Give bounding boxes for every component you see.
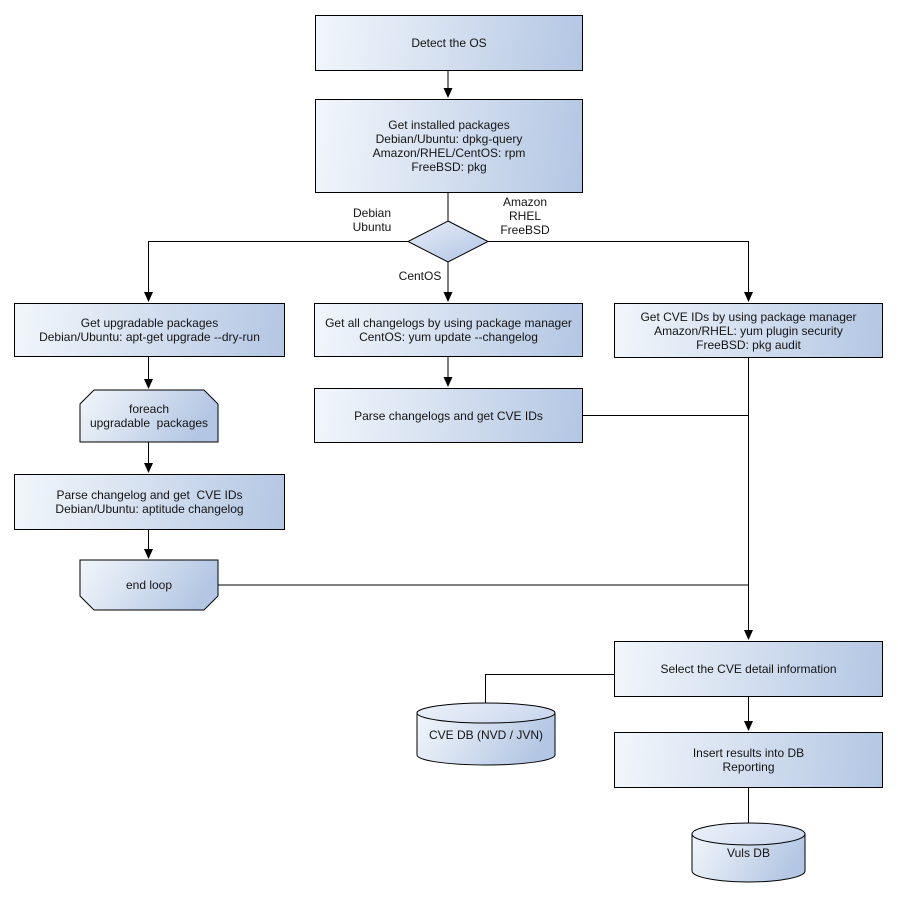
os-decision-diamond xyxy=(406,220,490,263)
node-select-cve-detail: Select the CVE detail information xyxy=(614,641,883,697)
node-parse-changelogs-mid: Parse changelogs and get CVE IDs xyxy=(314,388,583,443)
foreach-loop-shape xyxy=(79,389,219,443)
node-parse-changelog-left: Parse changelog and get CVE IDs Debian/U… xyxy=(14,474,285,530)
edge-decision-debian-branch xyxy=(144,241,408,302)
edge-select-to-cvedb xyxy=(485,674,614,703)
branch-label-centos: CentOS xyxy=(398,269,442,283)
vuls-db-cylinder xyxy=(691,822,806,883)
edge-decision-amazon-branch xyxy=(488,241,753,302)
node-get-upgradable-packages: Get upgradable packages Debian/Ubuntu: a… xyxy=(14,303,285,357)
node-detect-os: Detect the OS xyxy=(315,15,583,71)
end-loop-shape xyxy=(79,559,219,611)
cve-db-cylinder xyxy=(416,702,556,766)
branch-label-amazon-rhel-freebsd: Amazon RHEL FreeBSD xyxy=(500,195,550,237)
branch-label-debian-ubuntu: Debian Ubuntu xyxy=(352,206,392,234)
node-get-all-changelogs: Get all changelogs by using package mana… xyxy=(314,303,583,357)
node-insert-results: Insert results into DB Reporting xyxy=(614,732,883,788)
node-get-cve-ids-right: Get CVE IDs by using package manager Ama… xyxy=(614,303,883,358)
node-get-installed-packages: Get installed packages Debian/Ubuntu: dp… xyxy=(315,99,583,193)
